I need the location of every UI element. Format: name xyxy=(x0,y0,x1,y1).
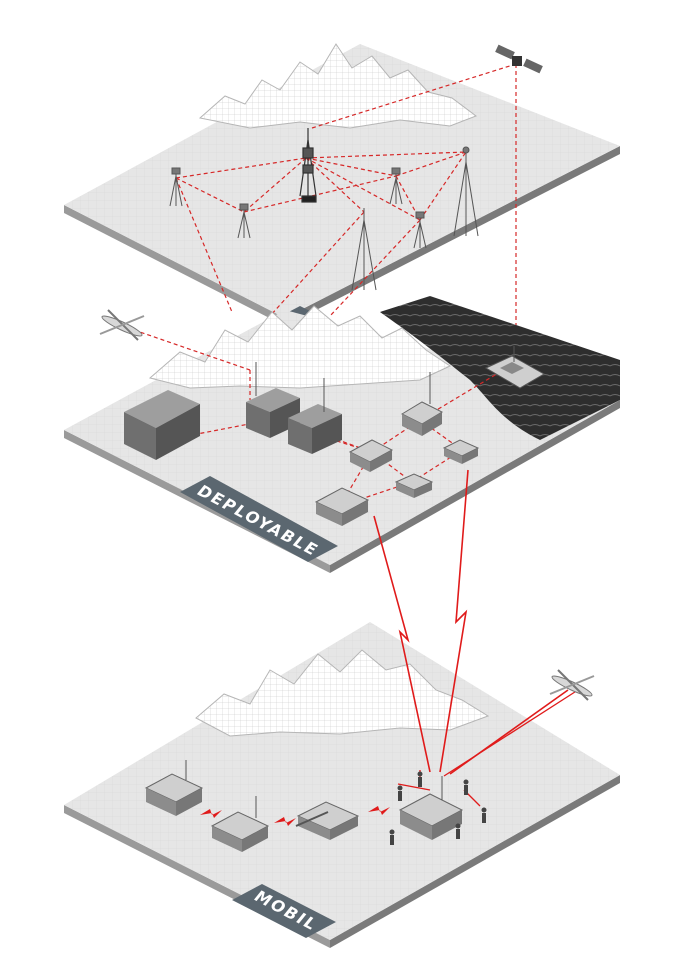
mobil-label-badge xyxy=(232,884,336,938)
uav-drone-icon xyxy=(99,309,145,341)
fix-plate-side-right xyxy=(285,146,620,326)
military-truck-icon xyxy=(400,372,444,436)
radio-link-deployable-to-mobil xyxy=(439,469,469,773)
fix-dashed-links xyxy=(175,63,517,340)
uav-drone-icon xyxy=(549,669,595,701)
container-shelter-icon xyxy=(288,378,342,454)
radio-mast-icon xyxy=(299,128,317,203)
mobil-plate-side-right xyxy=(330,775,620,948)
soldier-icon xyxy=(463,779,469,795)
soldier-icon xyxy=(455,823,461,839)
antenna-tower-icon xyxy=(237,203,251,239)
satellite-icon xyxy=(495,44,543,74)
military-truck-icon xyxy=(348,439,394,472)
navy-ship-icon xyxy=(484,346,546,389)
antenna-tower-icon xyxy=(413,211,427,249)
armored-vehicle-icon xyxy=(144,760,204,816)
antenna-tower-icon xyxy=(453,146,479,237)
fix-plate-grid xyxy=(64,44,620,318)
armored-vehicle-icon xyxy=(210,796,270,852)
deployable-plate-side-right xyxy=(330,400,620,573)
radio-bolt-links xyxy=(200,806,390,826)
mobil-plate-grid xyxy=(64,622,620,940)
deployable-layer: DEPLOYABLE xyxy=(64,296,620,573)
military-truck-icon xyxy=(314,487,370,526)
armored-vehicle-icon xyxy=(398,776,464,840)
fix-layer: FIX xyxy=(64,43,620,346)
container-shelter-icon xyxy=(124,390,200,460)
antenna-tower-icon xyxy=(169,167,183,207)
fix-plate-side-left xyxy=(64,205,285,326)
antenna-tower-icon xyxy=(351,208,377,291)
jeep-icon xyxy=(442,439,480,464)
radio-link-deployable-to-mobil xyxy=(373,515,431,773)
jeep-icon xyxy=(394,473,434,498)
mobil-layer: MOBIL xyxy=(64,622,620,948)
deployable-label-badge xyxy=(180,476,338,562)
soldier-icon xyxy=(397,785,403,801)
antenna-tower-icon xyxy=(389,167,403,205)
soldier-icon xyxy=(417,771,423,787)
container-shelter-icon xyxy=(246,362,300,438)
soldier-icon xyxy=(481,807,487,823)
inter-layer-radio-links xyxy=(373,469,569,775)
tank-icon xyxy=(295,801,360,840)
soldier-icon xyxy=(389,829,395,845)
radio-link-uav-to-mobil xyxy=(449,689,569,775)
